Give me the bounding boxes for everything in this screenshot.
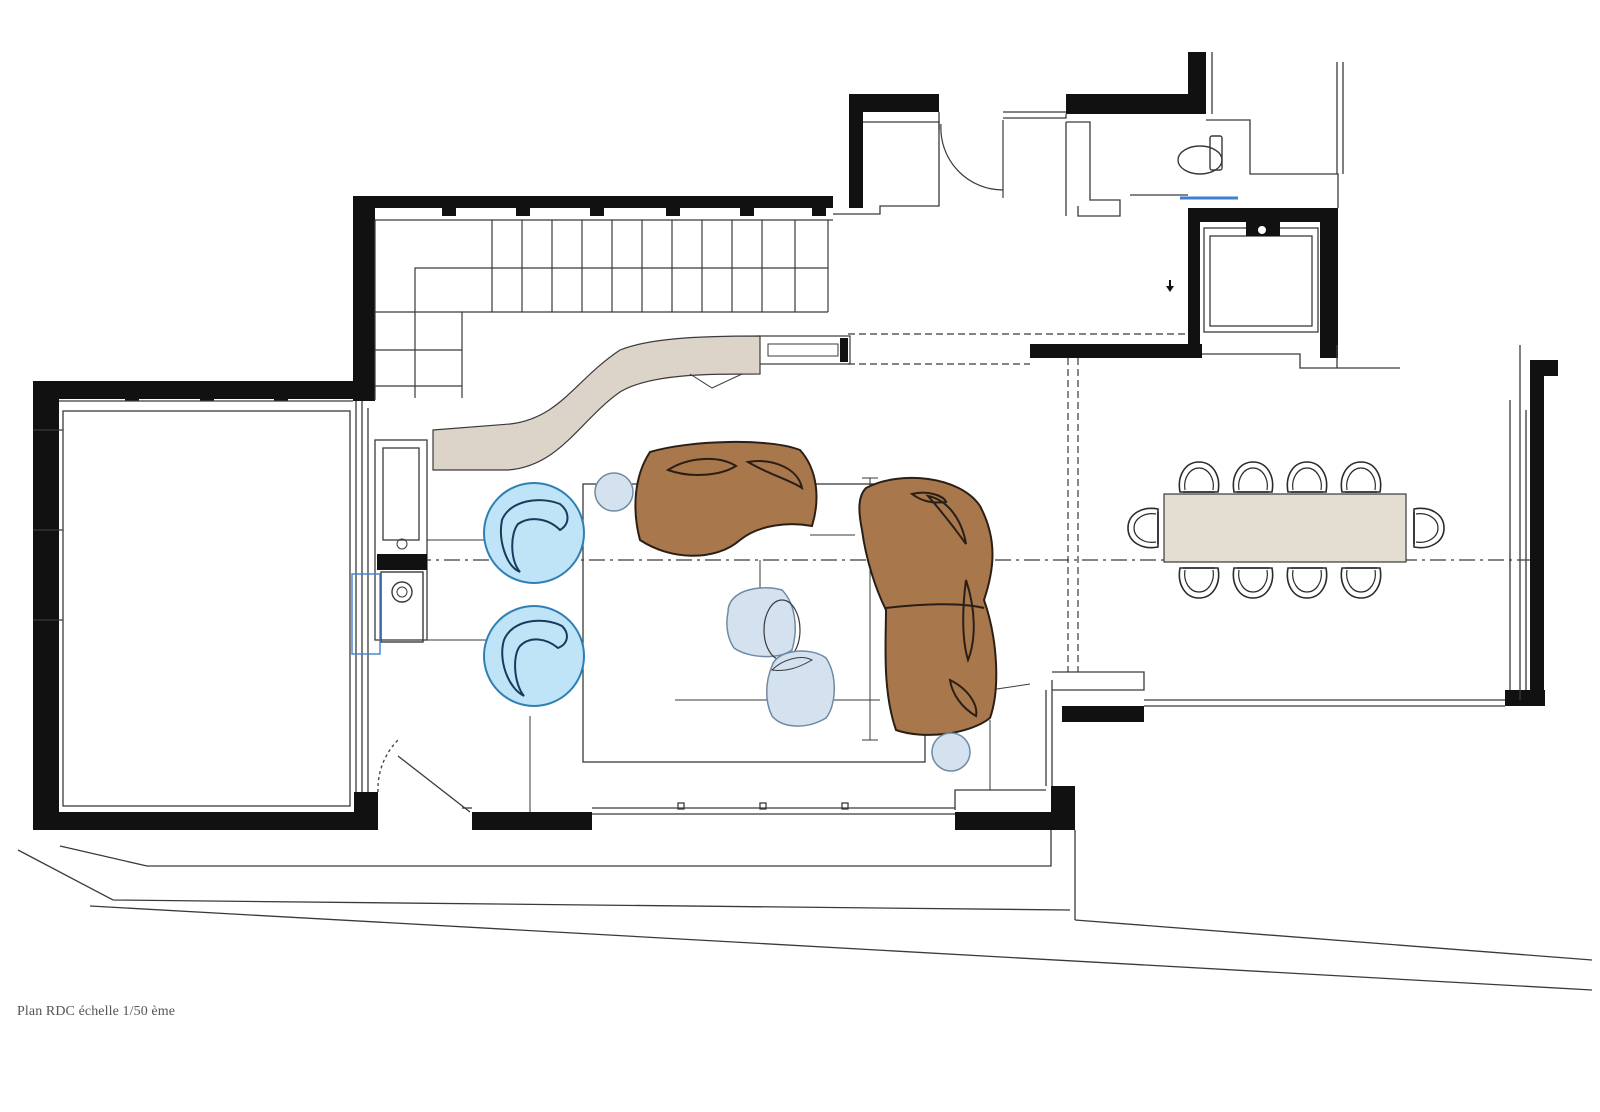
- side-table-left: [594, 472, 634, 512]
- sink-icon: [351, 538, 427, 655]
- dining-chair-icon: [1340, 461, 1382, 493]
- dining-chair-icon: [1232, 567, 1274, 599]
- side-table-right: [931, 732, 971, 772]
- sofa-top: [634, 440, 818, 557]
- dining-chair-icon: [1178, 567, 1220, 599]
- toilet-icon: [1177, 135, 1238, 200]
- staircase-icon: [374, 220, 829, 400]
- dining-chair-icon: [1127, 507, 1159, 549]
- sofa-right: [858, 476, 998, 736]
- dining-chairs: [1127, 461, 1445, 599]
- armchair-top: [483, 482, 585, 584]
- window-piers: [35, 198, 826, 580]
- plan-caption: Plan RDC échelle 1/50 ème: [17, 1004, 176, 1019]
- door-swing-icon: [940, 120, 1004, 198]
- bar-counter: [432, 335, 851, 471]
- dining-chair-icon: [1286, 461, 1328, 493]
- pouf-round: [766, 650, 835, 727]
- dining-chair-icon: [1286, 567, 1328, 599]
- dining-chair-icon: [1232, 461, 1274, 493]
- pouf-chair: [726, 587, 801, 661]
- armchair-bottom: [483, 605, 585, 707]
- dining-set: [1163, 493, 1407, 563]
- dining-chair-icon: [1178, 461, 1220, 493]
- shower-icon: [1166, 222, 1280, 292]
- dining-chair-icon: [1340, 567, 1382, 599]
- dining-chair-icon: [1413, 507, 1445, 549]
- dining-table: [1163, 493, 1407, 563]
- linework: [17, 52, 1593, 991]
